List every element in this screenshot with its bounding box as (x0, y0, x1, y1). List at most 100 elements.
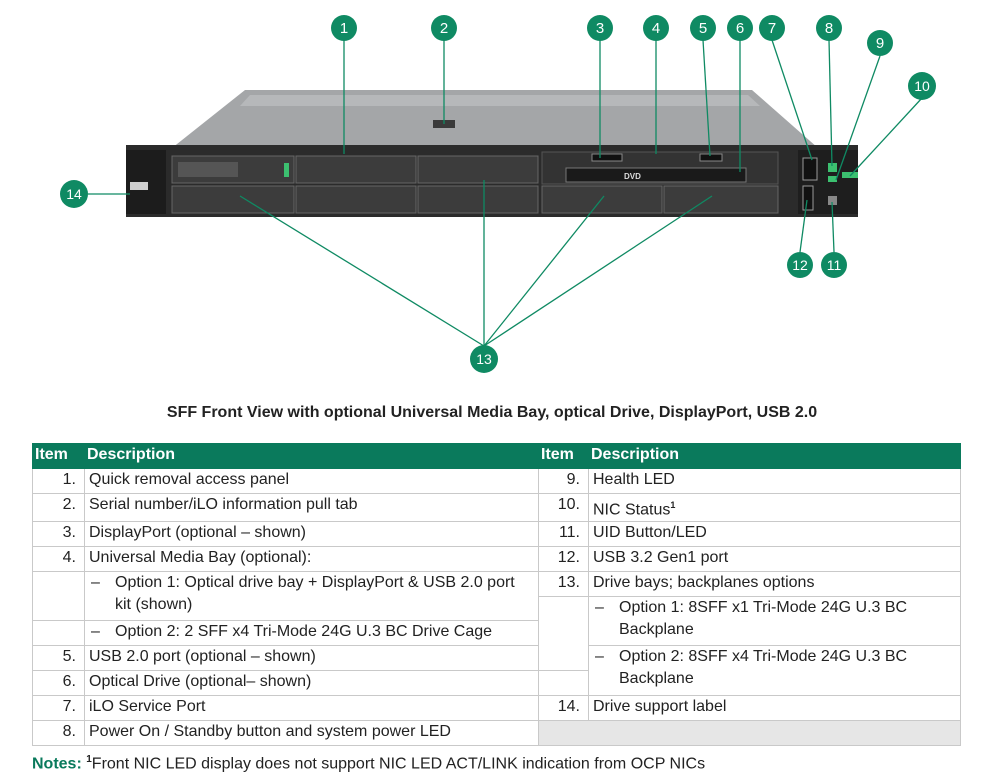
item-description: iLO Service Port (84, 695, 539, 722)
table-row: 7. iLO Service Port 14. Drive support la… (32, 695, 961, 722)
displayport (591, 153, 623, 162)
footnote-marker: 1 (670, 500, 676, 510)
item-suboption: –Option 2: 2 SFF x4 Tri-Mode 24G U.3 BC … (84, 620, 539, 647)
callout-14: 14 (60, 180, 88, 208)
server-top-highlight (240, 95, 760, 106)
suboption-text: Option 1: Optical drive bay + DisplayPor… (115, 574, 515, 614)
item-number: 11. (538, 521, 589, 548)
footnote-marker: 1 (86, 754, 92, 765)
dash: – (91, 574, 100, 592)
header-description: Description (588, 443, 961, 469)
empty-cell (538, 596, 589, 672)
item-number: 1. (32, 468, 85, 494)
empty-cell (538, 720, 961, 747)
svg-text:13: 13 (476, 351, 492, 367)
leader-lines (88, 39, 923, 347)
table-row: 4. Universal Media Bay (optional): 12. U… (32, 546, 961, 573)
callout-7: 7 (759, 15, 785, 41)
ilo-service-port (802, 157, 818, 181)
item-number: 10. (538, 492, 589, 523)
usb-3-port (802, 185, 814, 211)
item-description: Power On / Standby button and system pow… (84, 720, 539, 747)
dash: – (595, 599, 604, 617)
item-description: Optical Drive (optional– shown) (84, 670, 539, 697)
item-description: Universal Media Bay (optional): (84, 546, 539, 573)
svg-text:9: 9 (876, 35, 884, 52)
figure-caption: SFF Front View with optional Universal M… (166, 404, 818, 421)
suboption-text: Option 1: 8SFF x1 Tri-Mode 24G U.3 BC Ba… (619, 599, 908, 639)
item-description-text: NIC Status (593, 501, 671, 519)
callout-8: 8 (816, 15, 842, 41)
table-row: 6. Optical Drive (optional– shown) (32, 670, 961, 697)
drive-bay (663, 185, 779, 214)
empty-cell (32, 620, 85, 647)
item-number: 7. (32, 695, 85, 722)
item-suboption: –Option 1: 8SFF x1 Tri-Mode 24G U.3 BC B… (588, 596, 961, 647)
usb-2-port (699, 153, 723, 162)
item-suboption: –Option 1: Optical drive bay + DisplayPo… (84, 571, 539, 622)
drive-bay (417, 185, 539, 214)
item-description: NIC Status1 (588, 492, 961, 523)
drive-led-icon (284, 163, 289, 177)
item-description: USB 2.0 port (optional – shown) (84, 645, 539, 672)
item-suboption: –Option 2: 8SFF x4 Tri-Mode 24G U.3 BC B… (588, 645, 961, 697)
callout-markers: 1 2 3 4 5 6 7 8 9 10 11 12 13 14 (60, 15, 936, 373)
svg-text:3: 3 (596, 20, 604, 37)
callout-2: 2 (431, 15, 457, 41)
item-description: Drive bays; backplanes options (588, 571, 961, 598)
item-description: Quick removal access panel (84, 468, 539, 494)
callout-13: 13 (470, 345, 498, 373)
dash: – (595, 648, 604, 666)
drive-support-label (130, 182, 148, 190)
table-row: 8. Power On / Standby button and system … (32, 720, 961, 747)
svg-text:10: 10 (914, 78, 930, 94)
item-number: 2. (32, 492, 85, 523)
svg-text:11: 11 (827, 257, 842, 273)
item-number: 12. (538, 546, 589, 573)
uid-button (828, 196, 837, 205)
empty-cell (538, 670, 589, 697)
item-number: 5. (32, 645, 85, 672)
table-row: 2. Serial number/iLO information pull ta… (32, 492, 961, 523)
item-description: Health LED (588, 468, 961, 494)
item-description: Serial number/iLO information pull tab (84, 492, 539, 523)
svg-text:2: 2 (440, 20, 448, 37)
callout-4: 4 (643, 15, 669, 41)
drive-bay (171, 185, 295, 214)
svg-text:5: 5 (699, 20, 707, 37)
item-number: 6. (32, 670, 85, 697)
header-description: Description (84, 443, 539, 469)
svg-text:8: 8 (825, 20, 833, 37)
svg-text:6: 6 (736, 20, 744, 37)
item-description: DisplayPort (optional – shown) (84, 521, 539, 548)
component-table: Item Description Item Description 1. Qui… (32, 443, 961, 747)
callout-12: 12 (787, 252, 813, 278)
drive-bay (295, 185, 417, 214)
callout-10: 10 (908, 72, 936, 100)
drive-bay (541, 185, 663, 214)
notes-label: Notes: (32, 755, 82, 773)
drive-handle (178, 162, 238, 177)
item-description: UID Button/LED (588, 521, 961, 548)
drive-bays (171, 155, 779, 214)
server-front-view-figure: DVD 1 2 3 4 5 6 7 8 9 10 11 (60, 15, 936, 373)
callout-1: 1 (331, 15, 357, 41)
table-row: 5. USB 2.0 port (optional – shown) –Opti… (32, 645, 961, 697)
item-number: 8. (32, 720, 85, 747)
suboption-text: Option 2: 2 SFF x4 Tri-Mode 24G U.3 BC D… (115, 623, 493, 641)
callout-11: 11 (821, 252, 847, 278)
item-description: Drive support label (588, 695, 961, 722)
table-row: –Option 2: 2 SFF x4 Tri-Mode 24G U.3 BC … (32, 620, 961, 647)
health-led (828, 176, 837, 182)
drive-bay (295, 155, 417, 184)
svg-text:7: 7 (768, 20, 776, 37)
table-row: 3. DisplayPort (optional – shown) 11. UI… (32, 521, 961, 548)
header-item: Item (32, 443, 85, 469)
dash: – (91, 623, 100, 641)
table-row: 1. Quick removal access panel 9. Health … (32, 468, 961, 494)
notes-text: Front NIC LED display does not support N… (91, 755, 706, 773)
callout-5: 5 (690, 15, 716, 41)
callout-6: 6 (727, 15, 753, 41)
svg-text:14: 14 (66, 186, 82, 202)
table-row: –Option 1: Optical drive bay + DisplayPo… (32, 571, 961, 622)
